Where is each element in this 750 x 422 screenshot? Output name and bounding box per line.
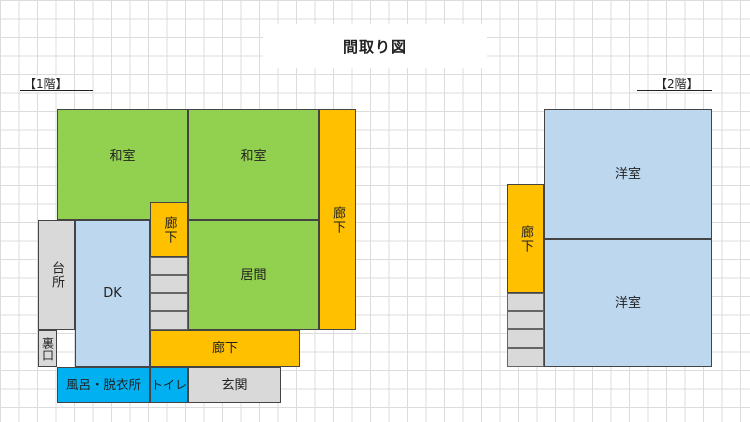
floor1-label: 【1階】 bbox=[22, 76, 70, 92]
stair-step-2 bbox=[150, 275, 188, 293]
room-uraguchi[interactable]: 裏口 bbox=[38, 330, 57, 367]
room-toilet[interactable]: トイレ bbox=[150, 367, 188, 403]
room-youshitsu-top-label: 洋室 bbox=[614, 166, 641, 182]
stair-step-1 bbox=[150, 257, 188, 275]
floor1-underline bbox=[20, 90, 93, 91]
room-youshitsu-bottom[interactable]: 洋室 bbox=[544, 239, 712, 367]
room-rouka-small-label: 廊下 bbox=[161, 215, 177, 244]
stair2-step-1 bbox=[507, 293, 544, 311]
room-washitsu-right[interactable]: 和室 bbox=[188, 109, 319, 220]
room-rouka-right[interactable]: 廊下 bbox=[319, 109, 356, 330]
stair-step-3 bbox=[150, 293, 188, 311]
room-washitsu-left-label: 和室 bbox=[109, 149, 136, 164]
stair2-step-3 bbox=[507, 329, 544, 348]
room-genkan-label: 玄関 bbox=[221, 377, 248, 393]
room-dk[interactable]: DK bbox=[75, 220, 150, 367]
room-uraguchi-label: 裏口 bbox=[40, 336, 55, 361]
room-rouka-2f-label: 廊下 bbox=[518, 224, 533, 253]
plan-title: 間取り図 bbox=[263, 24, 487, 68]
stair2-step-2 bbox=[507, 311, 544, 329]
room-youshitsu-top[interactable]: 洋室 bbox=[544, 109, 712, 239]
room-washitsu-left[interactable]: 和室 bbox=[57, 109, 188, 220]
room-furo[interactable]: 風呂・脱衣所 bbox=[57, 367, 150, 403]
room-rouka-bottom-label: 廊下 bbox=[211, 341, 238, 356]
room-daidokoro-label: 台所 bbox=[49, 261, 64, 289]
room-rouka-small[interactable]: 廊下 bbox=[150, 202, 188, 257]
room-washitsu-right-label: 和室 bbox=[240, 149, 267, 164]
room-toilet-label: トイレ bbox=[151, 378, 188, 392]
room-rouka-bottom[interactable]: 廊下 bbox=[150, 330, 300, 367]
room-rouka-2f[interactable]: 廊下 bbox=[507, 184, 544, 293]
room-daidokoro[interactable]: 台所 bbox=[38, 220, 75, 330]
stair-step-4 bbox=[150, 311, 188, 330]
room-dk-label: DK bbox=[103, 286, 122, 301]
stair2-step-4 bbox=[507, 348, 544, 367]
room-youshitsu-bottom-label: 洋室 bbox=[614, 295, 641, 311]
floor2-underline bbox=[637, 90, 712, 91]
floor2-label: 【2階】 bbox=[653, 76, 701, 92]
room-rouka-right-label: 廊下 bbox=[330, 205, 345, 234]
room-furo-label: 風呂・脱衣所 bbox=[65, 376, 141, 392]
room-genkan[interactable]: 玄関 bbox=[188, 367, 281, 403]
room-kyoma[interactable]: 居間 bbox=[188, 220, 319, 330]
room-kyoma-label: 居間 bbox=[240, 267, 267, 283]
